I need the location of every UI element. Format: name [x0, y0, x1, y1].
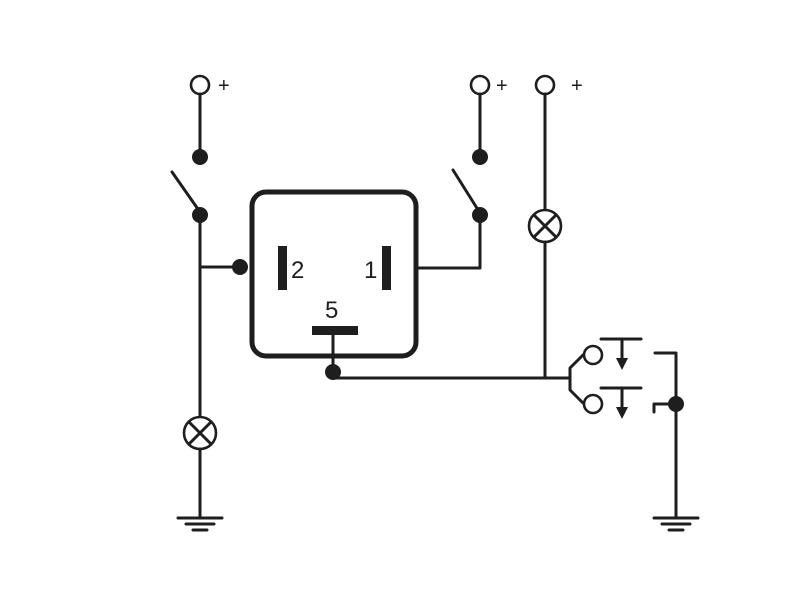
- right-supply-terminal: [534, 74, 556, 96]
- switch-upper-return: [653, 351, 678, 406]
- right-supply-plus-label: +: [571, 75, 583, 97]
- left-switch-top-contact: [192, 149, 208, 165]
- switch-upper-arrow-icon: [616, 358, 628, 370]
- left-supply-terminal: [189, 74, 211, 96]
- mid-switch-blade: [451, 168, 482, 215]
- left-switch-blade: [170, 170, 202, 214]
- switch-lower-contact: [582, 393, 604, 415]
- left-branch: +: [170, 74, 248, 532]
- pin5-contact-bar: [312, 326, 358, 335]
- left-supply-plus-label: +: [218, 75, 230, 97]
- switch-upper-contact: [582, 344, 604, 366]
- mid-supply-plus-label: +: [496, 75, 508, 97]
- switch-bracket: [568, 353, 585, 405]
- mid-supply-terminal: [469, 74, 491, 96]
- pin5-junction: [325, 364, 341, 380]
- pin5-label: 5: [325, 297, 338, 324]
- left-ground-icon: [176, 516, 224, 532]
- left-lamp: [182, 415, 218, 451]
- right-ground-icon: [652, 516, 700, 532]
- right-lamp: [527, 208, 563, 244]
- pin1-contact-bar: [382, 246, 391, 290]
- pin2-contact-bar: [278, 246, 287, 290]
- mid-switch-top-contact: [472, 149, 488, 165]
- right-branch: +: [527, 74, 583, 380]
- flasher-relay: 2 1 5: [249, 189, 419, 380]
- pin2-junction: [232, 259, 248, 275]
- switch-lower-arrow-icon: [616, 407, 628, 419]
- pin1-label: 1: [364, 257, 377, 284]
- pin1-wire: [416, 213, 482, 270]
- pin2-label: 2: [291, 257, 304, 284]
- dual-pushbutton-switch: [568, 337, 684, 519]
- middle-branch: +: [416, 74, 508, 270]
